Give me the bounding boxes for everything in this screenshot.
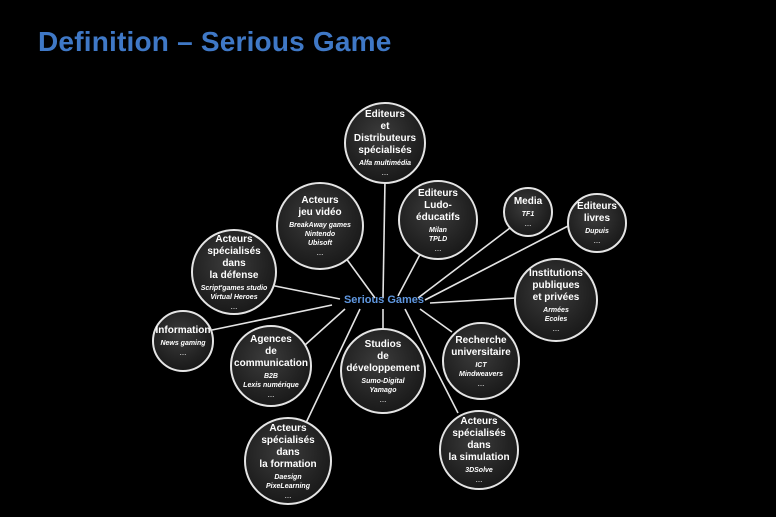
node-more: ... [593, 236, 601, 245]
node-examples: TF1 [521, 211, 535, 218]
connector-acteurs-simulation [404, 308, 459, 414]
node-more: ... [284, 490, 292, 500]
node-more: ... [475, 475, 483, 484]
node-more: ... [477, 378, 485, 388]
node-label: Studios de développement [346, 338, 420, 374]
node-more: ... [524, 219, 532, 228]
connector-acteurs-formation [304, 308, 361, 426]
node-examples: Script'games studio Virtual Heroes [200, 284, 268, 301]
node-examples: Dupuis [585, 228, 609, 235]
node-label: Editeurs Ludo-éducatifs [416, 187, 460, 223]
node-label: Information [155, 325, 211, 336]
node-more: ... [434, 243, 442, 253]
node-institutions: Institutions publiques et privées Armées… [514, 258, 598, 342]
connector-institutions [429, 297, 516, 304]
node-studios: Studios de développement Sumo-Digital Ya… [340, 328, 426, 414]
node-examples: Alfa multimédia [358, 160, 412, 167]
node-label: Media [513, 196, 543, 207]
node-examples: ICT Mindweavers [459, 361, 503, 378]
node-label: Acteurs spécialisés dans la simulation [448, 416, 510, 463]
connector-editeurs-livres [424, 224, 571, 301]
node-label: Recherche universitaire [451, 334, 511, 358]
node-examples: Armées Ecoles [543, 306, 569, 323]
connector-media [417, 227, 511, 299]
center-label: Serious Games [343, 294, 425, 306]
node-more: ... [267, 389, 275, 399]
node-examples: Daesign PixeLearning [266, 473, 310, 490]
node-acteurs-simulation: Acteurs spécialisés dans la simulation 3… [439, 410, 519, 490]
node-acteurs-defense: Acteurs spécialisés dans la défense Scri… [191, 229, 277, 315]
node-label: Acteurs spécialisés dans la défense [207, 233, 261, 281]
node-information: Information News gaming ... [152, 310, 214, 372]
page-title: Definition – Serious Game [38, 26, 392, 57]
node-editeurs-distributeurs: Editeurs et Distributeurs spécialisés Al… [344, 102, 426, 184]
node-label: Editeurs livres [576, 201, 617, 224]
node-examples: Milan TPLD [428, 226, 448, 243]
node-recherche: Recherche universitaire ICT Mindweavers … [442, 322, 520, 400]
node-more: ... [381, 168, 389, 177]
connector-editeurs-distributeurs [382, 179, 386, 299]
node-media: Media TF1 ... [503, 187, 553, 237]
node-examples: 3DSolve [465, 467, 493, 474]
node-acteurs-jeu-video: Acteurs jeu vidéo BreakAway games Ninten… [276, 182, 364, 270]
node-more: ... [379, 394, 387, 404]
node-examples: B2B Lexis numérique [243, 372, 299, 389]
node-editeurs-livres: Editeurs livres Dupuis ... [567, 193, 627, 253]
node-label: Acteurs jeu vidéo [298, 195, 342, 218]
node-more: ... [316, 248, 324, 257]
connector-agences [304, 308, 346, 346]
node-agences: Agences de communication B2B Lexis numér… [230, 325, 312, 407]
node-examples: News gaming [160, 340, 206, 347]
connector-acteurs-defense [269, 284, 341, 300]
node-more: ... [230, 301, 238, 311]
node-editeurs-ludo: Editeurs Ludo-éducatifs Milan TPLD ... [398, 180, 478, 260]
node-examples: Sumo-Digital Yamago [361, 377, 405, 394]
connector-information [211, 304, 333, 331]
node-more: ... [179, 348, 187, 357]
node-label: Institutions publiques et privées [529, 267, 583, 303]
node-label: Agences de communication [234, 333, 308, 369]
connector-recherche [419, 308, 453, 333]
node-label: Editeurs et Distributeurs spécialisés [353, 109, 417, 156]
node-acteurs-formation: Acteurs spécialisés dans la formation Da… [244, 417, 332, 505]
node-label: Acteurs spécialisés dans la formation [259, 422, 317, 470]
node-more: ... [552, 323, 560, 333]
node-examples: BreakAway games Nintendo Ubisoft [289, 222, 351, 247]
